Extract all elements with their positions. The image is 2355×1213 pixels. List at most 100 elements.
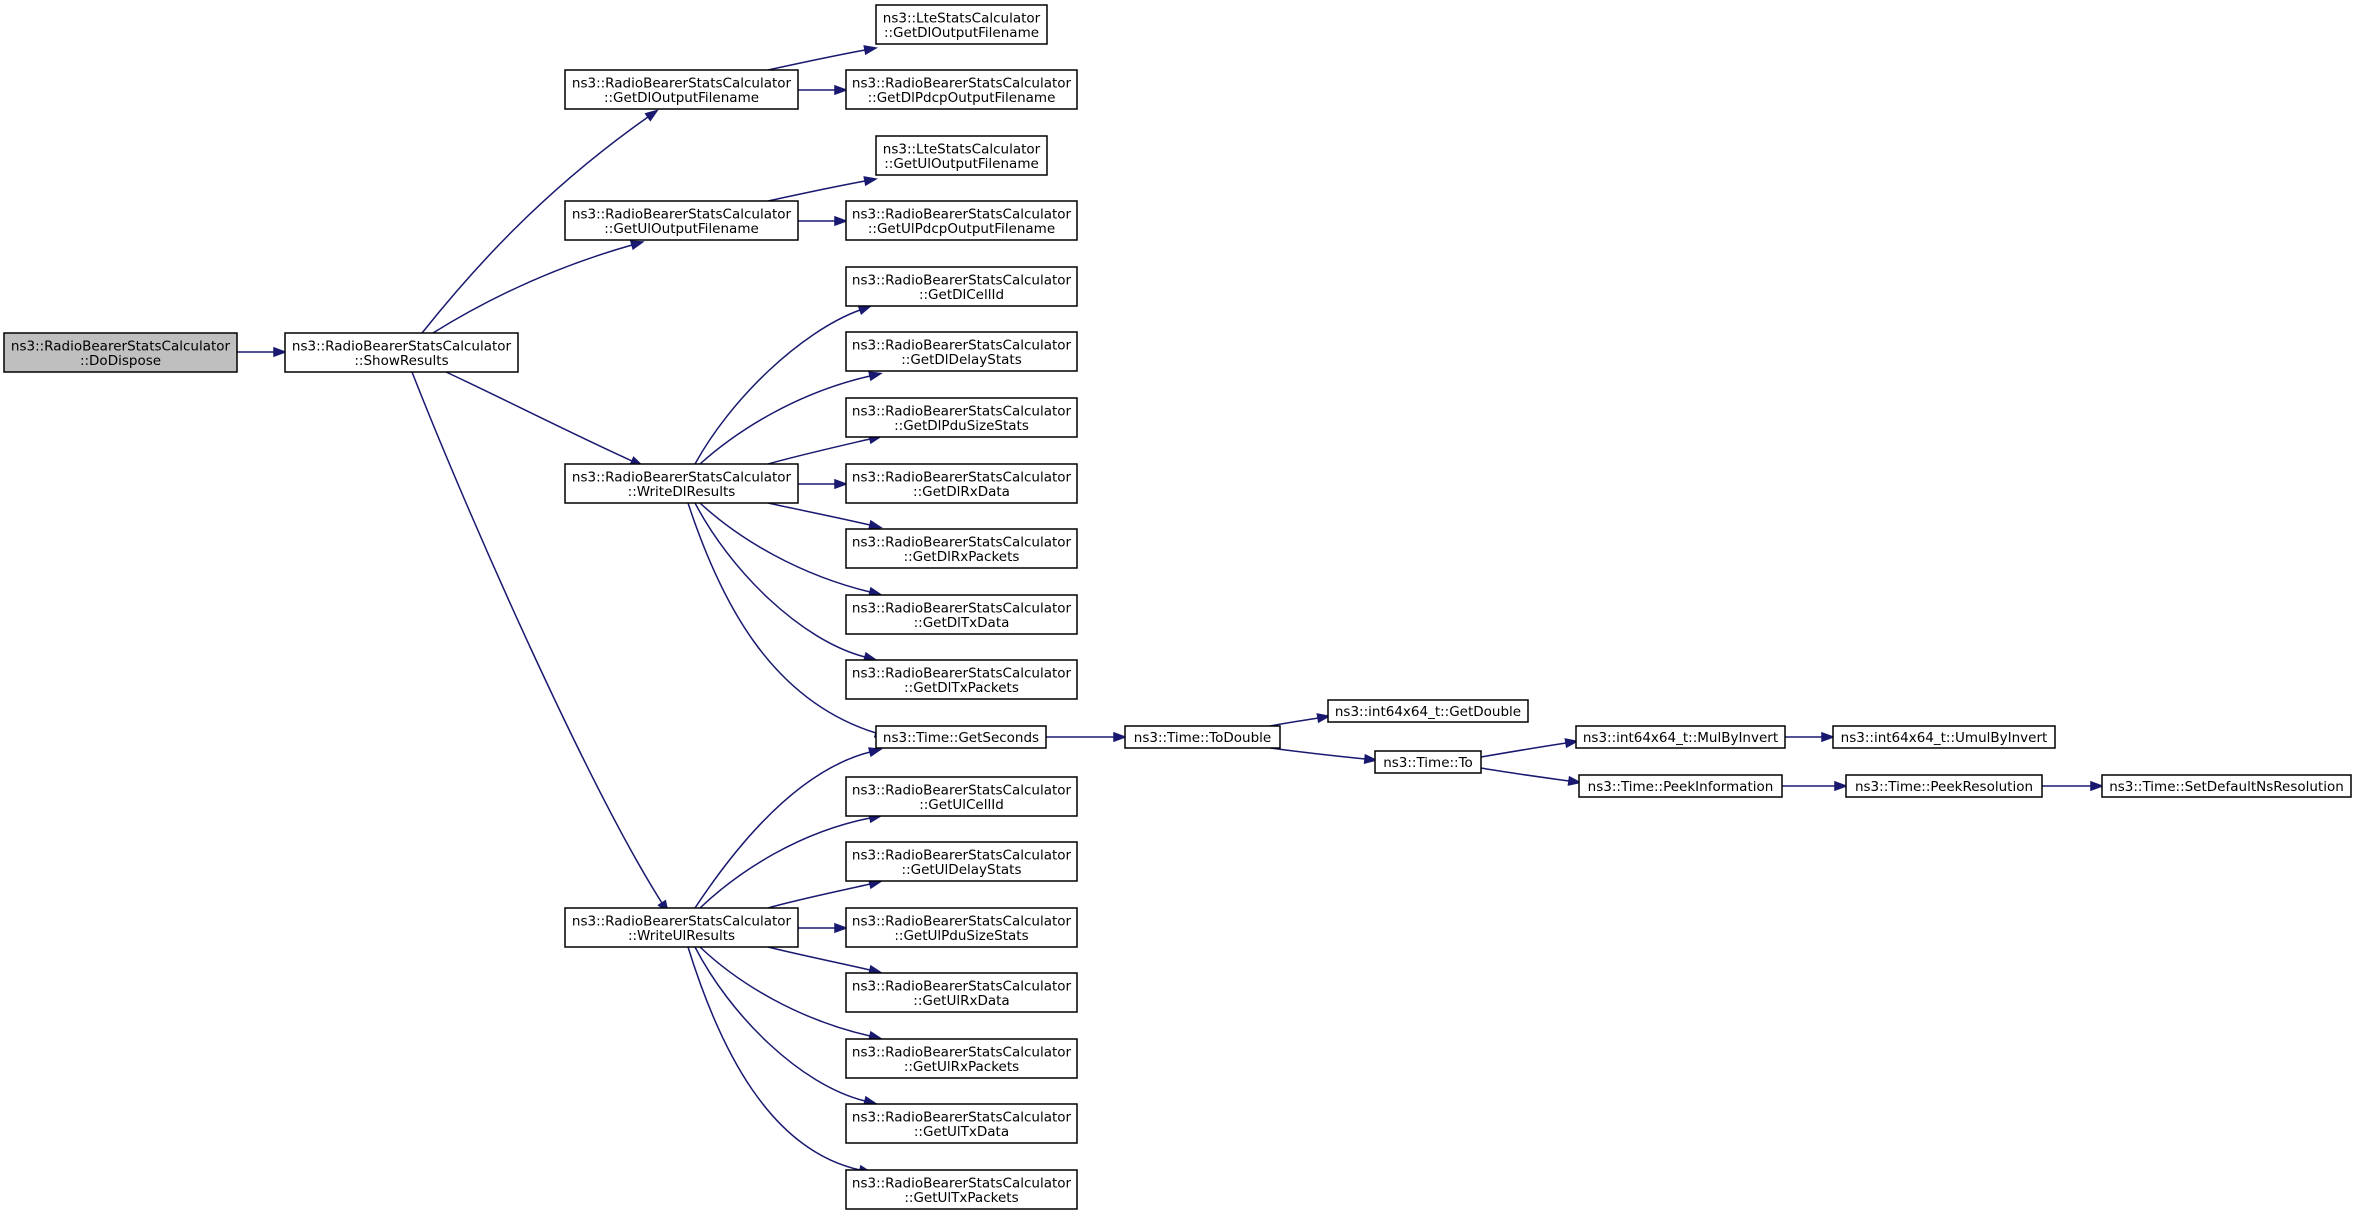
edge-line [694,309,861,465]
edge-line [1269,747,1366,760]
node-label-line: ns3::RadioBearerStatsCalculator [292,338,512,354]
edge-line [687,946,861,1171]
node-time-to[interactable]: ns3::Time::To [1374,750,1482,774]
node-label-line: ns3::LteStatsCalculator [883,10,1041,26]
node-label-line: ns3::RadioBearerStatsCalculator [852,206,1072,222]
node-label-line: ns3::RadioBearerStatsCalculator [852,600,1072,616]
node-box [1374,750,1482,774]
node-showresults[interactable]: ns3::RadioBearerStatsCalculator::ShowRes… [284,332,519,373]
node-label-line: ns3::int64x64_t::UmulByInvert [1841,730,2048,746]
arrowhead-icon [834,84,849,96]
node-getulrxpackets[interactable]: ns3::RadioBearerStatsCalculator::GetUlRx… [845,1038,1078,1079]
node-getdlrxpackets[interactable]: ns3::RadioBearerStatsCalculator::GetDlRx… [845,528,1078,569]
node-label-line: ::GetDlTxData [914,615,1010,631]
node-getulpdusizestats[interactable]: ns3::RadioBearerStatsCalculator::GetUlPd… [845,907,1078,948]
node-time-getseconds[interactable]: ns3::Time::GetSeconds [875,725,1047,749]
node-label-line: ::GetUlOutputFilename [884,156,1039,172]
edge-time-to-to-time-peekinformation [1480,767,1583,786]
node-int64x64-mulbyinvert[interactable]: ns3::int64x64_t::MulByInvert [1575,725,1786,749]
node-label-line: ns3::RadioBearerStatsCalculator [852,272,1072,288]
node-getdltxpackets[interactable]: ns3::RadioBearerStatsCalculator::GetDlTx… [845,659,1078,700]
node-writeulresults[interactable]: ns3::RadioBearerStatsCalculator::WriteUl… [564,907,799,948]
node-box [875,4,1048,45]
node-time-peekresolution[interactable]: ns3::Time::PeekResolution [1845,774,2043,798]
node-label-line: ns3::RadioBearerStatsCalculator [852,403,1072,419]
node-label-line: ns3::RadioBearerStatsCalculator [572,913,792,929]
node-getulrxdata[interactable]: ns3::RadioBearerStatsCalculator::GetUlRx… [845,972,1078,1013]
edge-line [767,49,866,71]
node-getultxdata[interactable]: ns3::RadioBearerStatsCalculator::GetUlTx… [845,1103,1078,1144]
node-label-line: ::GetDlPduSizeStats [894,418,1029,434]
arrowhead-icon [2090,780,2105,792]
edge-line [411,371,663,904]
edge-getdloutputfilename-to-lte-getdloutputfilename [767,45,878,71]
node-label-line: ns3::Time::ToDouble [1134,730,1271,746]
edge-line [432,244,633,334]
node-box [1578,774,1783,798]
edge-line [1269,717,1319,727]
node-getdlpdusizestats[interactable]: ns3::RadioBearerStatsCalculator::GetDlPd… [845,397,1078,438]
node-label-line: ::GetUlRxData [913,993,1009,1009]
edge-time-getseconds-to-time-todouble [1046,731,1128,743]
node-box [845,69,1078,110]
edge-line [694,751,871,909]
edge-line [687,502,877,734]
node-label-line: ns3::RadioBearerStatsCalculator [852,534,1072,550]
node-getultxpackets[interactable]: ns3::RadioBearerStatsCalculator::GetUlTx… [845,1169,1078,1210]
arrowhead-icon [863,45,878,56]
node-int64x64-getdouble[interactable]: ns3::int64x64_t::GetDouble [1327,699,1529,723]
node-lte-getuloutputfilename[interactable]: ns3::LteStatsCalculator::GetUlOutputFile… [875,135,1048,176]
node-time-todouble[interactable]: ns3::Time::ToDouble [1124,725,1281,749]
arrowhead-icon [1363,753,1379,764]
node-label-line: ::GetDlRxPackets [904,549,1020,565]
edge-line [699,502,871,593]
node-box [564,69,799,110]
node-label-line: ns3::RadioBearerStatsCalculator [572,75,792,91]
node-label-line: ns3::LteStatsCalculator [883,141,1041,157]
node-label-line: ns3::Time::GetSeconds [883,730,1039,746]
edge-showresults-to-getdloutputfilename [421,109,659,334]
node-label-line: ns3::Time::SetDefaultNsResolution [2109,779,2344,795]
edge-line [699,946,871,1037]
node-label-line: ns3::RadioBearerStatsCalculator [572,469,792,485]
node-box [845,463,1078,504]
node-int64x64-umulbyinvert[interactable]: ns3::int64x64_t::UmulByInvert [1832,725,2056,749]
arrowhead-icon [834,478,849,490]
node-writedlresults[interactable]: ns3::RadioBearerStatsCalculator::WriteDl… [564,463,799,504]
edges-layer [237,45,2105,1175]
node-label-line: ::GetUlRxPackets [904,1059,1019,1075]
node-box [875,725,1047,749]
edge-line [1480,767,1570,782]
node-getdlcellid[interactable]: ns3::RadioBearerStatsCalculator::GetDlCe… [845,266,1078,307]
node-box [845,1038,1078,1079]
node-label-line: ::GetDlRxData [913,484,1010,500]
node-getdlpdcpoutputfilename[interactable]: ns3::RadioBearerStatsCalculator::GetDlPd… [845,69,1078,110]
node-dodispose[interactable]: ns3::RadioBearerStatsCalculator::DoDispo… [3,332,238,373]
node-time-setdefaultnsresolution[interactable]: ns3::Time::SetDefaultNsResolution [2101,774,2352,798]
node-getdloutputfilename[interactable]: ns3::RadioBearerStatsCalculator::GetDlOu… [564,69,799,110]
edge-time-todouble-to-int64x64-getdouble [1269,713,1332,727]
arrowhead-icon [1113,731,1128,743]
node-getulpdcpoutputfilename[interactable]: ns3::RadioBearerStatsCalculator::GetUlPd… [845,200,1078,241]
node-label-line: ns3::RadioBearerStatsCalculator [852,1109,1072,1125]
node-getdltxdata[interactable]: ns3::RadioBearerStatsCalculator::GetDlTx… [845,594,1078,635]
node-label-line: ns3::RadioBearerStatsCalculator [852,75,1072,91]
node-box [845,331,1078,372]
edge-showresults-to-getuloutputfilename [432,240,645,334]
node-label-line: ns3::RadioBearerStatsCalculator [852,469,1072,485]
node-getdlrxdata[interactable]: ns3::RadioBearerStatsCalculator::GetDlRx… [845,463,1078,504]
node-getuloutputfilename[interactable]: ns3::RadioBearerStatsCalculator::GetUlOu… [564,200,799,241]
node-label-line: ::GetDlOutputFilename [884,25,1039,41]
arrowhead-icon [1564,738,1580,749]
edge-line [767,438,871,465]
node-getuldelaystats[interactable]: ns3::RadioBearerStatsCalculator::GetUlDe… [845,841,1078,882]
node-box [3,332,238,373]
node-lte-getdloutputfilename[interactable]: ns3::LteStatsCalculator::GetDlOutputFile… [875,4,1048,45]
node-time-peekinformation[interactable]: ns3::Time::PeekInformation [1578,774,1783,798]
node-box [1327,699,1529,723]
node-label-line: ns3::Time::PeekResolution [1855,779,2033,795]
node-label-line: ::GetUlOutputFilename [604,221,759,237]
node-getulcellid[interactable]: ns3::RadioBearerStatsCalculator::GetUlCe… [845,776,1078,817]
node-getdldelaystats[interactable]: ns3::RadioBearerStatsCalculator::GetDlDe… [845,331,1078,372]
edge-writedlresults-to-getdltxpackets [694,502,878,662]
